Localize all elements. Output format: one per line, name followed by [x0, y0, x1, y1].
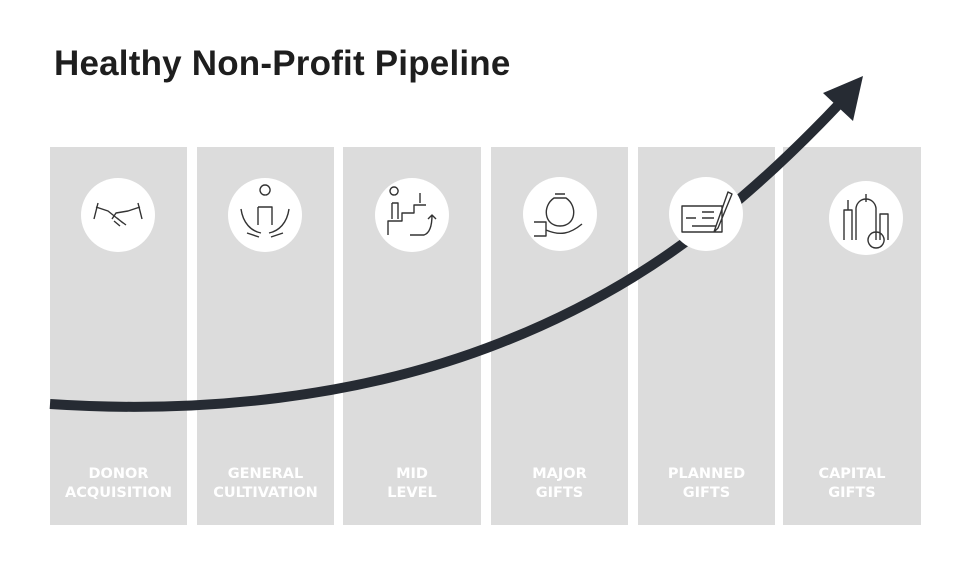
handshake-icon [81, 178, 155, 252]
hand-money-bag-icon [523, 177, 597, 251]
stage-label-line1: MAJOR [532, 466, 587, 482]
page-title: Healthy Non-Profit Pipeline [54, 44, 511, 83]
stage-label-line1: PLANNED [668, 466, 745, 482]
stage-label-line2: LEVEL [387, 485, 437, 501]
stage-label-line1: MID [396, 466, 428, 482]
stage-label-line1: DONOR [89, 466, 149, 482]
hands-holding-person-icon [228, 178, 302, 252]
stage-label-line2: GIFTS [536, 485, 584, 501]
stage-columns [50, 147, 921, 525]
stage-label-line2: CULTIVATION [213, 485, 318, 501]
stage-label-line1: GENERAL [228, 466, 303, 482]
arrow-head-icon [823, 76, 863, 121]
stage-label-line1: CAPITAL [818, 466, 885, 482]
check-and-pen-icon [669, 177, 743, 251]
stage-label-line2: GIFTS [683, 485, 731, 501]
stage-label-line2: GIFTS [828, 485, 876, 501]
city-buildings-dollar-icon [829, 181, 903, 255]
person-climbing-stairs-dollar-icon [375, 178, 449, 252]
stage-label-line2: ACQUISITION [65, 485, 172, 501]
